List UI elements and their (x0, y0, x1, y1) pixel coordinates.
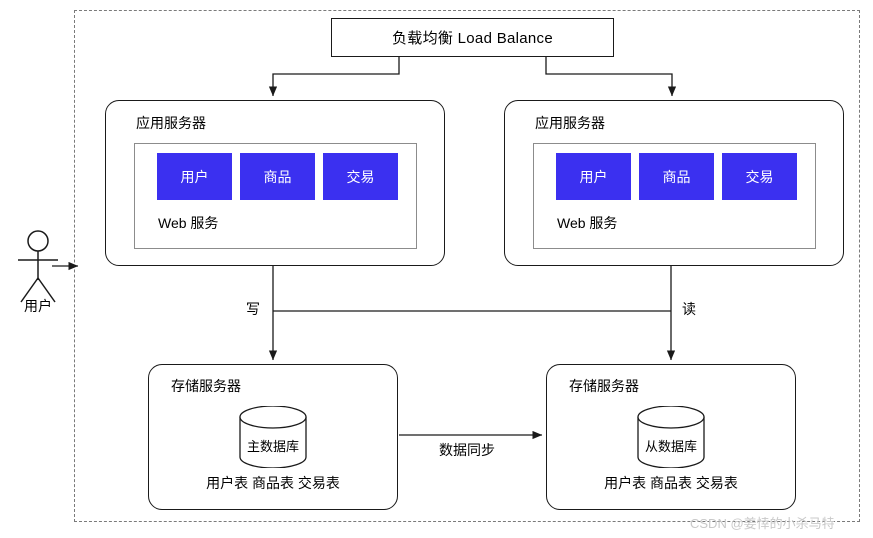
database-cylinder-icon: 主数据库 (239, 406, 307, 468)
module-product-label: 商品 (263, 168, 292, 185)
edge-label-read: 读 (680, 299, 698, 319)
storage-server-slave-title: 存储服务器 (569, 378, 639, 394)
database-slave-label: 从数据库 (644, 439, 697, 454)
edge-lb-to-app-left (268, 57, 400, 97)
module-user-label: 用户 (579, 168, 608, 185)
watermark: CSDN @姜悻的小杀马特 (690, 516, 835, 531)
app-server-right-modules: 用户 商品 交易 (556, 153, 797, 200)
storage-server-master[interactable]: 存储服务器 主数据库 用户表 商品表 交易表 (148, 364, 398, 510)
load-balance-label: 负载均衡 Load Balance (391, 30, 553, 47)
module-transaction[interactable]: 交易 (323, 153, 398, 200)
app-server-right-web-container: 用户 商品 交易 Web 服务 (533, 143, 816, 249)
actor-user (10, 228, 66, 306)
module-user[interactable]: 用户 (157, 153, 232, 200)
app-server-left-web-container: 用户 商品 交易 Web 服务 (134, 143, 417, 249)
app-server-left[interactable]: 应用服务器 用户 商品 交易 Web 服务 (105, 100, 445, 266)
module-product-label: 商品 (662, 168, 691, 185)
module-transaction-label: 交易 (346, 168, 375, 185)
edge-lb-to-app-right (545, 57, 677, 97)
module-user-label: 用户 (180, 168, 209, 185)
module-transaction[interactable]: 交易 (722, 153, 797, 200)
app-server-left-title: 应用服务器 (136, 115, 206, 131)
module-product[interactable]: 商品 (639, 153, 714, 200)
module-user[interactable]: 用户 (556, 153, 631, 200)
actor-user-label: 用户 (24, 298, 52, 314)
app-server-right-title: 应用服务器 (535, 115, 605, 131)
stick-figure-icon (18, 230, 58, 303)
module-transaction-label: 交易 (745, 168, 774, 185)
app-server-left-service-label: Web 服务 (158, 215, 219, 231)
module-product[interactable]: 商品 (240, 153, 315, 200)
app-server-right[interactable]: 应用服务器 用户 商品 交易 Web 服务 (504, 100, 844, 266)
database-master-label: 主数据库 (246, 439, 299, 454)
load-balance-node[interactable]: 负载均衡 Load Balance (331, 18, 614, 57)
app-server-right-service-label: Web 服务 (557, 215, 618, 231)
storage-server-master-tables: 用户表 商品表 交易表 (206, 475, 340, 491)
storage-server-slave-tables: 用户表 商品表 交易表 (604, 475, 738, 491)
edge-label-write: 写 (244, 299, 262, 319)
database-cylinder-icon: 从数据库 (637, 406, 705, 468)
app-server-left-modules: 用户 商品 交易 (157, 153, 398, 200)
storage-server-master-title: 存储服务器 (171, 378, 241, 394)
edge-label-data-sync: 数据同步 (437, 440, 497, 460)
storage-server-slave[interactable]: 存储服务器 从数据库 用户表 商品表 交易表 (546, 364, 796, 510)
